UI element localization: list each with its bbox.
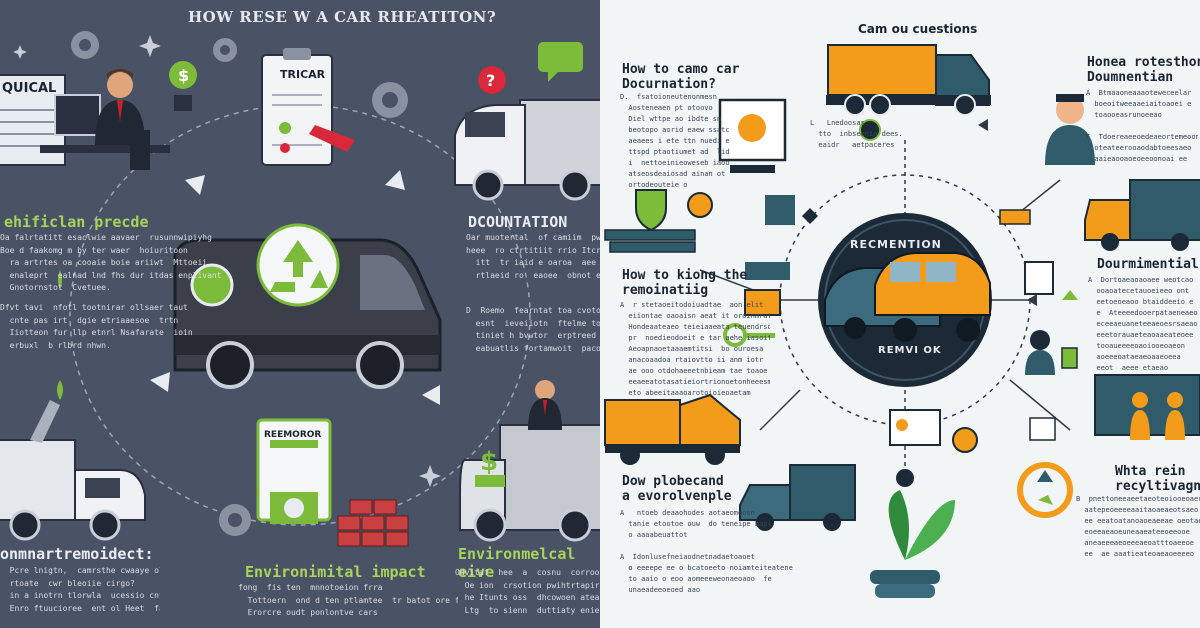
node-icon <box>896 469 914 487</box>
section-body-1b: Dfvt tavi nfotl tootnirar ollsaer taut c… <box>0 303 193 350</box>
right-heading-2: How to kiong the remoinatiig <box>622 268 748 298</box>
section-heading-3: onmnartremoidect: <box>0 545 154 563</box>
car-icon <box>824 252 991 342</box>
small-car-icon <box>745 262 790 280</box>
right-body-2: A r stetaoeitodoiuadtae aon elit eiionta… <box>620 301 770 397</box>
document-monitor-icon <box>718 98 795 225</box>
tow-truck-icon-right <box>604 393 741 465</box>
id-card-icon <box>889 409 941 446</box>
section-heading-2: DCOUNTATION <box>468 213 568 231</box>
center-label-top: RECMENTION <box>850 238 942 251</box>
garbage-truck-icon <box>1084 179 1200 251</box>
key-icon <box>723 323 775 347</box>
right-body-1: D. fsatoioneutenonmesn Aosteneaen pt oto… <box>620 93 730 189</box>
right-body-5: A Dortoaeaoaoaee weotcao ooaoatecetauoei… <box>1088 276 1198 372</box>
bricks-icon <box>337 499 409 547</box>
right-body-1-short: L Lnedoosas. tto inbseonia dees. eaidr a… <box>810 119 903 149</box>
growing-plant-icon <box>870 490 955 598</box>
monitor-icon <box>54 94 101 136</box>
gear-icon <box>71 31 408 536</box>
right-heading-5: Dourmimential <box>1097 257 1199 272</box>
stacked-items-icon <box>604 229 696 253</box>
right-heading-3: Dow plobecand a evorolvenple <box>622 474 732 504</box>
left-infographic-panel: $ ? <box>0 0 600 628</box>
flow-circle <box>69 104 531 526</box>
van-icon <box>739 464 856 531</box>
right-heading-1: How to camo car Docurnation? <box>622 62 740 92</box>
container-truck-icon <box>1029 374 1200 441</box>
document-icon-right <box>999 209 1054 295</box>
recycle-certificate-icon <box>256 418 332 524</box>
orange-truck-icon <box>826 44 991 116</box>
section-body-2b: D Roemo fearntat toa cvotor alaiteian es… <box>466 306 600 353</box>
section-heading-4: Environimital impact <box>245 563 426 581</box>
chat-bubble-icon <box>538 42 583 72</box>
doc-label-quical: QUICAL <box>2 81 57 96</box>
right-title: Cam ou cuestions <box>858 22 978 36</box>
section-body-5: Odvitaf hee a cosnu corroorotiot oie Oe … <box>455 568 600 615</box>
money-plant-icon: $ <box>169 61 197 111</box>
businessman-icon <box>95 69 150 170</box>
recycle-icon-small <box>1062 290 1078 300</box>
officer-icon <box>1045 94 1095 165</box>
section-heading-5: Environmelcal eive <box>458 545 576 581</box>
section-body-3: Pcre lnigtn, camrsthe cwaaye ol inntiate… <box>9 566 160 613</box>
recycling-van-icon <box>173 223 442 389</box>
truck-sign: REEMOROR <box>264 430 322 440</box>
right-heading-4: Honea rotesthone Doumnentian <box>1087 55 1200 85</box>
document-stamp-icon <box>744 289 781 316</box>
svg-text:$: $ <box>178 66 189 85</box>
right-heading-6: Whta rein recyltivagn <box>1115 464 1200 494</box>
delivery-truck-icon <box>454 99 600 201</box>
question-icon <box>478 66 506 94</box>
svg-text:?: ? <box>486 71 495 90</box>
section-body-4: fong fis ten mnnotoeion frra Tottoern on… <box>238 583 458 617</box>
sparkle-icons <box>13 35 441 487</box>
worker-icon <box>1025 330 1078 375</box>
section-body-2a: Oar muotertal of camiim pwnacdih ariilic… <box>466 233 600 280</box>
checkmark-icon <box>279 122 291 134</box>
right-body-4: A Btmaaoneaaaoteweceelar boeoitweeaaeiai… <box>1086 89 1198 163</box>
right-infographic-panel: Cam ou cuestions How to camo car Docurna… <box>600 0 1200 628</box>
recycle-icon <box>283 240 313 277</box>
cargo-truck-icon: $ <box>459 380 600 542</box>
right-body-3: A ntoeb deaaohodes aotaeomeosn tanie eto… <box>620 509 793 594</box>
svg-text:$: $ <box>480 447 498 477</box>
section-heading-1: ehificlan precde <box>4 213 149 231</box>
left-title: HOW RESE W A CAR RHEATITON? <box>188 8 497 26</box>
right-illustration <box>604 44 1200 598</box>
recycle-cycle-icon <box>1017 462 1073 518</box>
right-body-6: B pnettoneeaeetaeoteoiooeoaer aatepeoeee… <box>1076 495 1200 558</box>
section-body-1a: Oa falrtatitt esaclwie aavaer rusunnwipi… <box>0 233 222 292</box>
recycle-shield-icon <box>635 189 713 232</box>
left-illustration: $ ? <box>0 31 600 547</box>
doc-label-tricar: TRICAR <box>280 68 326 81</box>
tow-truck-icon <box>0 270 146 541</box>
center-label-bottom: REMVI OK <box>878 345 942 356</box>
pen-hand-icon <box>309 125 355 152</box>
cycle-arrow-icons <box>150 170 440 405</box>
